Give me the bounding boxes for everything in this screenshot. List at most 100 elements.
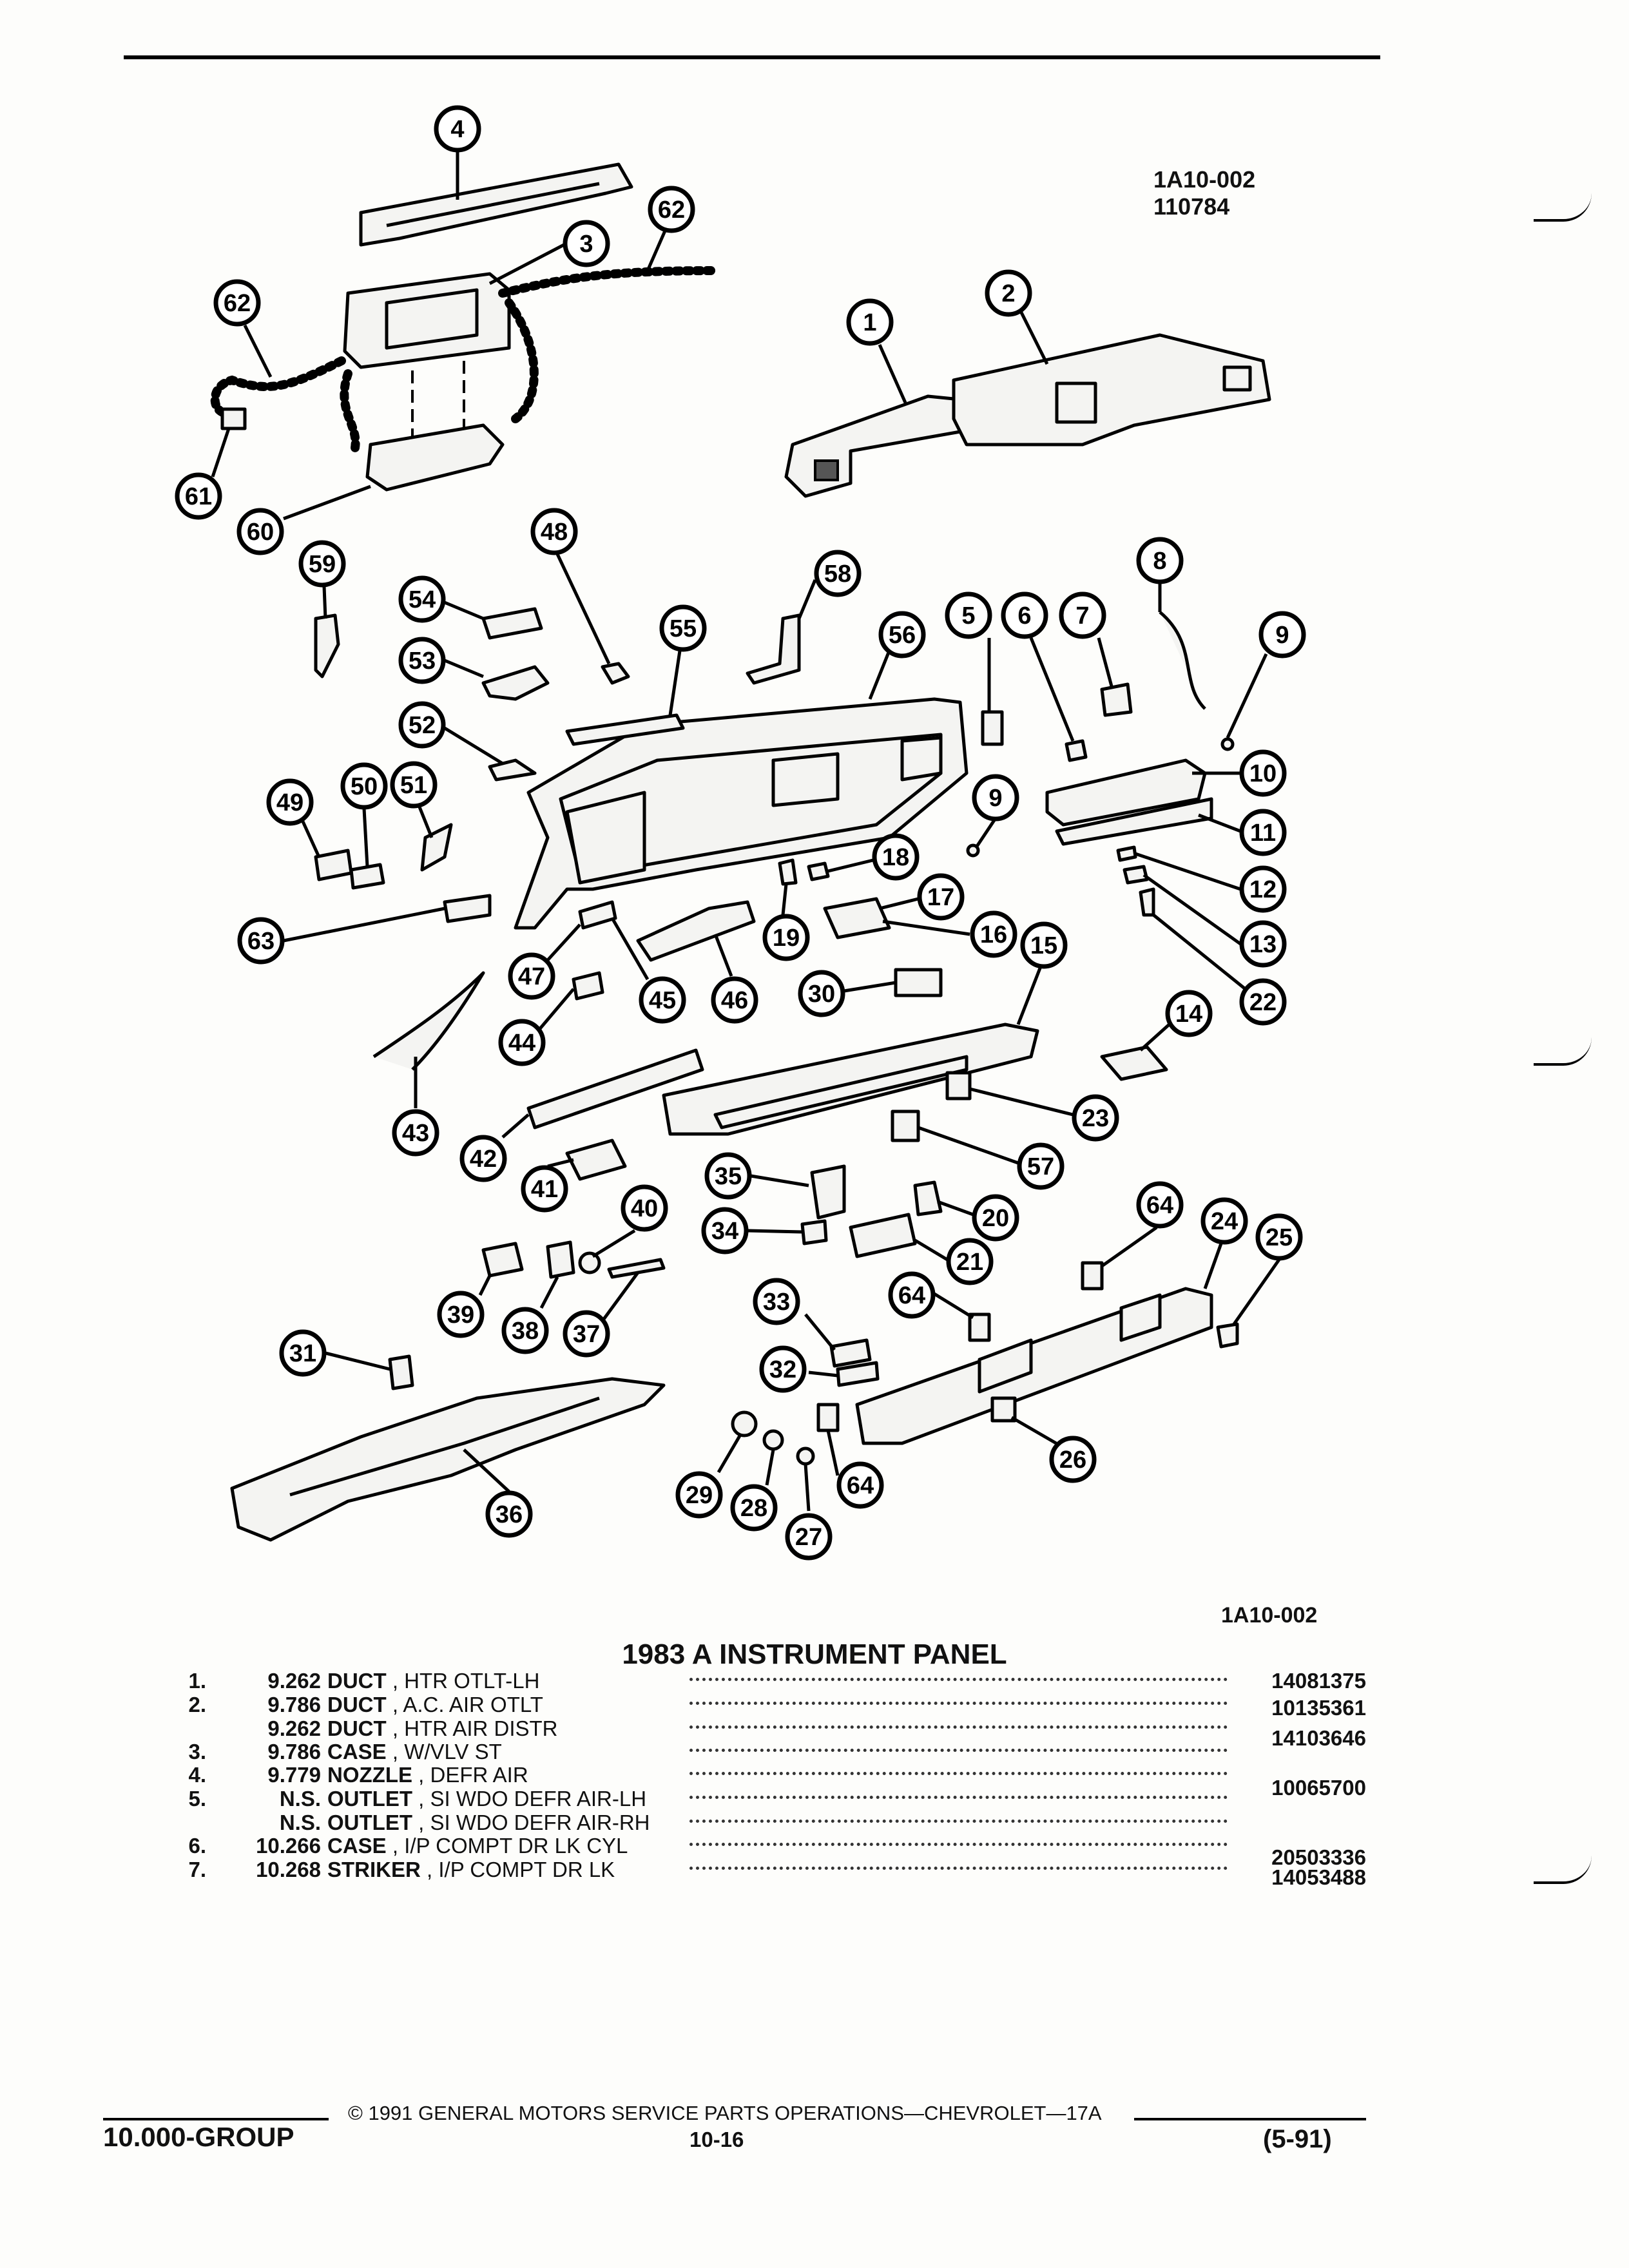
callout-label: 38 [512,1318,539,1345]
part-detail: , HTR OTLT-LH [392,1669,540,1693]
part-7 [1100,682,1133,717]
callout-circle [675,1471,723,1519]
callout-46: 46 [711,976,758,1024]
callout-circle [563,1310,610,1358]
item-index: 4. [188,1763,206,1787]
callout-circle [175,472,222,520]
callout-label: 14 [1175,1001,1202,1028]
callout-29: 29 [675,1471,723,1519]
callout-circle [340,762,388,810]
part-detail: , SI WDO DEFR AIR-RH [418,1811,650,1834]
callout-circle [437,1291,485,1338]
callout-64: 64 [1136,1181,1184,1229]
part-detail: , I/P COMPT DR LK CYL [392,1834,628,1858]
callout-50: 50 [340,762,388,810]
callout-circle [213,279,261,327]
footer-group: 10.000-GROUP [103,2122,294,2152]
callout-59: 59 [298,540,346,588]
callout-label: 29 [686,1482,713,1509]
part-name: NOZZLE [327,1763,412,1787]
group-number: 9.786 [267,1740,321,1763]
binder-mark [1534,193,1592,222]
callout-circle [1001,591,1048,639]
callout-label: 31 [289,1340,316,1367]
part-36 [230,1377,666,1542]
callout-27: 27 [785,1513,833,1561]
callout-circle [798,970,845,1017]
callout-label: 43 [402,1120,429,1147]
callout-circle [434,105,481,153]
part-55 [565,713,685,746]
part-detail: , SI WDO DEFR AIR-LH [418,1787,647,1811]
item-index: 1. [188,1669,206,1693]
part-53 [481,665,550,701]
part-number: 20503336 [1271,1845,1366,1869]
group-number: 10.268 [256,1858,321,1881]
callout-label: 39 [447,1302,474,1329]
part-description: STRIKER , I/P COMPT DR LK [327,1858,615,1882]
callout-circle [753,1278,800,1325]
callout-label: 50 [351,773,378,800]
item-index: 7. [188,1858,206,1881]
part-52 [488,758,537,782]
callout-label: 19 [773,925,800,952]
callout-circle [1165,990,1213,1037]
part-19 [778,858,798,886]
callout-circle [279,1329,327,1377]
part-23 [945,1071,972,1100]
hose-left [210,356,346,418]
part-12 [1116,845,1137,862]
callout-label: 13 [1249,931,1277,958]
callout-circle [730,1484,778,1532]
callout-28: 28 [730,1484,778,1532]
part-44 [572,971,604,1001]
part-51 [420,823,453,872]
callout-label: 27 [795,1524,822,1551]
callout-circle [398,701,446,749]
callout-label: 24 [1211,1208,1238,1235]
part-clip-61 [220,407,247,430]
callout-9: 9 [1258,611,1306,658]
callout-38: 38 [501,1307,549,1354]
callout-label: 62 [224,290,251,317]
part-48 [601,662,630,685]
callout-42: 42 [459,1135,507,1182]
part-number: 14053488 [1271,1865,1366,1889]
callout-circle [972,1194,1019,1242]
callout-6: 6 [1001,591,1048,639]
callout-label: 23 [1082,1105,1109,1132]
callout-51: 51 [390,761,438,809]
callout-label: 61 [185,483,212,510]
callout-label: 64 [847,1472,874,1499]
callout-circle [1049,1436,1097,1483]
binder-mark [1534,1856,1592,1884]
part-28 [762,1429,784,1451]
callout-label: 20 [982,1205,1009,1232]
part-name: DUCT [327,1669,387,1693]
callout-label: 2 [1001,280,1015,307]
leader-dots [689,1820,1228,1823]
callout-circle [498,1019,546,1066]
callout-54: 54 [398,575,446,623]
part-13 [1123,865,1149,885]
callout-circle [237,917,285,965]
part-name: DUCT [327,1716,387,1740]
callout-label: 16 [980,921,1007,948]
callout-53: 53 [398,637,446,684]
callout-circle [1200,1197,1248,1245]
callout-label: 56 [889,622,916,649]
part-11 [1055,797,1213,846]
callout-label: 18 [882,844,909,871]
callout-circle [711,976,758,1024]
callout-circle [836,1461,884,1509]
callout-19: 19 [762,914,810,961]
item-index: 2. [188,1693,206,1716]
callout-circle [1020,921,1068,969]
callout-circle [846,298,894,346]
part-25 [1216,1322,1239,1349]
parts-list-title: 1983 A INSTRUMENT PANEL [622,1639,1007,1670]
footer-copyright: © 1991 GENERAL MOTORS SERVICE PARTS OPER… [348,2102,1102,2124]
part-42 [526,1048,704,1129]
callout-circle [398,575,446,623]
